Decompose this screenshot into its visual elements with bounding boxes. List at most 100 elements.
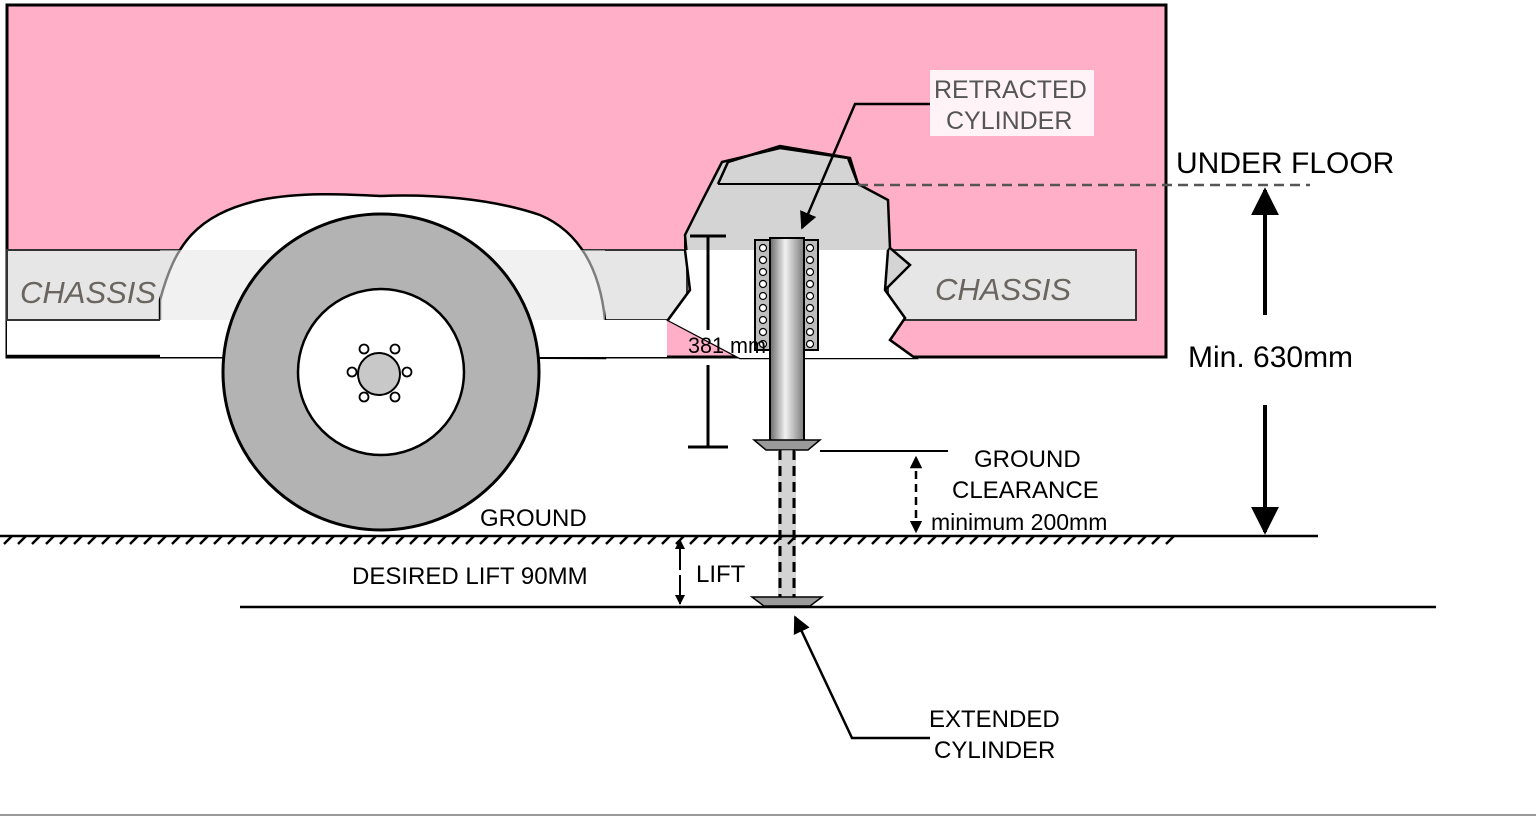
ground-hatch-mark bbox=[871, 535, 881, 545]
ground-hatch-mark bbox=[1053, 535, 1063, 545]
ground-hatch-mark bbox=[115, 535, 125, 545]
min-height-label: Min. 630mm bbox=[1188, 341, 1353, 374]
ground-hatch-mark bbox=[773, 535, 783, 545]
retracted-label-line2: CYLINDER bbox=[946, 107, 1072, 135]
ground-clearance-line2: CLEARANCE bbox=[952, 477, 1099, 504]
dimension-381 bbox=[688, 234, 728, 449]
ground-hatch-mark bbox=[605, 535, 615, 545]
ground-hatch-mark bbox=[409, 535, 419, 545]
ground-hatch-mark bbox=[759, 535, 769, 545]
ground-hatch-mark bbox=[437, 535, 447, 545]
ground-hatch-mark bbox=[297, 535, 307, 545]
desired-lift-label: DESIRED LIFT 90MM bbox=[352, 563, 588, 590]
ground-hatch-mark bbox=[829, 535, 839, 545]
ground-hatch-mark bbox=[1095, 535, 1105, 545]
ground-hatch-mark bbox=[353, 535, 363, 545]
ground-hatch-mark bbox=[213, 535, 223, 545]
ground-hatch-mark bbox=[59, 535, 69, 545]
ground-hatch-mark bbox=[157, 535, 167, 545]
ground-hatch-mark bbox=[101, 535, 111, 545]
ground-hatch-mark bbox=[689, 535, 699, 545]
ground-hatch-mark bbox=[395, 535, 405, 545]
ground-hatch-mark bbox=[1109, 535, 1119, 545]
ground-hatch-mark bbox=[87, 535, 97, 545]
ground-hatch-mark bbox=[535, 535, 545, 545]
extended-label-line1: EXTENDED bbox=[929, 706, 1060, 733]
ground-hatch-mark bbox=[255, 535, 265, 545]
ground-hatch-mark bbox=[381, 535, 391, 545]
extended-label-line2: CYLINDER bbox=[934, 737, 1055, 764]
ground-hatch-mark bbox=[199, 535, 209, 545]
ground-hatch-mark bbox=[339, 535, 349, 545]
ground-hatch-mark bbox=[241, 535, 251, 545]
ground-line bbox=[0, 534, 1318, 545]
ground-hatch-mark bbox=[619, 535, 629, 545]
ground-hatch-mark bbox=[31, 535, 41, 545]
ground-hatch-mark bbox=[549, 535, 559, 545]
ground-hatch-mark bbox=[507, 535, 517, 545]
ground-hatch-mark bbox=[983, 535, 993, 545]
retracted-cylinder bbox=[751, 237, 823, 451]
under-floor-label: UNDER FLOOR bbox=[1176, 147, 1394, 180]
ground-hatch-mark bbox=[941, 535, 951, 545]
ground-hatch-mark bbox=[521, 535, 531, 545]
ground-hatch-mark bbox=[633, 535, 643, 545]
ground-hatch-mark bbox=[479, 535, 489, 545]
ground-hatch-mark bbox=[1165, 535, 1175, 545]
ground-hatch-mark bbox=[129, 535, 139, 545]
ground-hatch-mark bbox=[73, 535, 83, 545]
ground-hatch-mark bbox=[787, 535, 797, 545]
ground-hatch-mark bbox=[885, 535, 895, 545]
ground-hatch-mark bbox=[283, 535, 293, 545]
ground-hatch-mark bbox=[185, 535, 195, 545]
ground-hatch-mark bbox=[1081, 535, 1091, 545]
ground-hatch-mark bbox=[913, 535, 923, 545]
ground-hatch-mark bbox=[969, 535, 979, 545]
chassis-rail-right bbox=[887, 249, 1137, 321]
ground-hatch-mark bbox=[1123, 535, 1133, 545]
ground-hatch-mark bbox=[325, 535, 335, 545]
extended-leader bbox=[793, 615, 930, 740]
ground-hatch-mark bbox=[1067, 535, 1077, 545]
ground-label: GROUND bbox=[480, 505, 587, 532]
wheel bbox=[221, 212, 541, 532]
ground-hatch-mark bbox=[745, 535, 755, 545]
ground-hatch-mark bbox=[367, 535, 377, 545]
ground-hatch-mark bbox=[143, 535, 153, 545]
ground-hatch-mark bbox=[577, 535, 587, 545]
ground-hatch-mark bbox=[465, 535, 475, 545]
wheel-hub bbox=[357, 352, 401, 396]
ground-hatch-mark bbox=[703, 535, 713, 545]
ground-hatch-mark bbox=[451, 535, 461, 545]
ground-hatch-mark bbox=[997, 535, 1007, 545]
retracted-leader bbox=[800, 102, 930, 230]
ground-hatch-mark bbox=[493, 535, 503, 545]
ground-hatch-mark bbox=[1039, 535, 1049, 545]
ground-hatch-mark bbox=[717, 535, 727, 545]
ground-hatch-mark bbox=[423, 535, 433, 545]
dimension-381-label: 381 mm bbox=[688, 333, 766, 358]
extended-cylinder bbox=[749, 450, 825, 607]
ground-clearance-line3: minimum 200mm bbox=[931, 509, 1107, 535]
ground-hatch-mark bbox=[731, 535, 741, 545]
retracted-label-line1: RETRACTED bbox=[934, 76, 1087, 104]
ground-hatch-mark bbox=[269, 535, 279, 545]
ground-hatch-mark bbox=[1151, 535, 1161, 545]
ground-hatch-mark bbox=[899, 535, 909, 545]
chassis-label-left: CHASSIS bbox=[20, 275, 156, 310]
ground-hatch-mark bbox=[45, 535, 55, 545]
lift-label: LIFT bbox=[696, 561, 746, 588]
ground-hatch-mark bbox=[3, 535, 13, 545]
ground-hatch-mark bbox=[843, 535, 853, 545]
ground-hatch-mark bbox=[1011, 535, 1021, 545]
ground-hatch-mark bbox=[857, 535, 867, 545]
ground-hatch-mark bbox=[311, 535, 321, 545]
ground-hatch-mark bbox=[801, 535, 811, 545]
ground-hatch-mark bbox=[563, 535, 573, 545]
ground-hatch-mark bbox=[661, 535, 671, 545]
ground-hatch-mark bbox=[927, 535, 937, 545]
ground-hatch-mark bbox=[955, 535, 965, 545]
ground-hatch-mark bbox=[1025, 535, 1035, 545]
ground-clearance-line1: GROUND bbox=[974, 446, 1081, 473]
